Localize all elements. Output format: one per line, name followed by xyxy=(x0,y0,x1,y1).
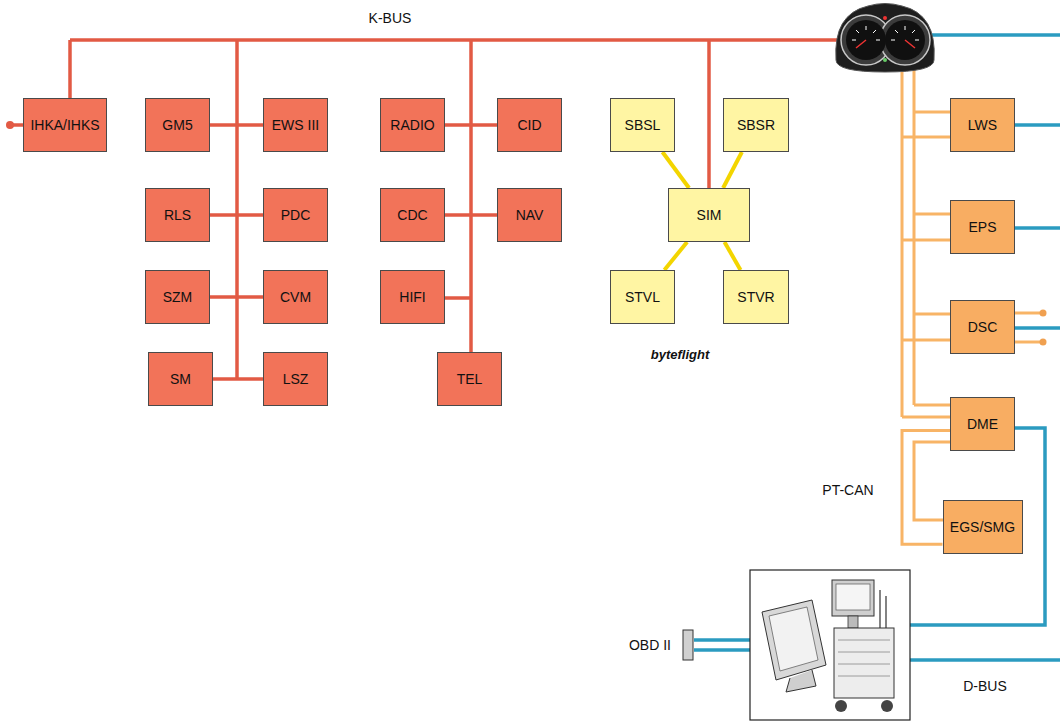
obd-wire xyxy=(694,648,750,652)
satellite-box: SBSL xyxy=(610,98,675,152)
module-name: SM xyxy=(170,371,191,387)
module-name: EPS xyxy=(968,219,996,235)
byteflight-link xyxy=(723,152,742,188)
satellite-box: STVR xyxy=(723,270,789,324)
module-name: IHKA/IHKS xyxy=(30,117,99,133)
module-name: NAV xyxy=(516,207,544,223)
control-unit-box: CID xyxy=(497,98,562,152)
powertrain-box: LWS xyxy=(950,98,1015,152)
diagnostic-tester xyxy=(750,570,910,720)
k-bus-drop xyxy=(68,40,72,98)
module-name: DME xyxy=(967,416,998,432)
control-unit-box: TEL xyxy=(437,352,502,406)
control-unit-box: EWS III xyxy=(263,98,328,152)
control-unit-box: CDC xyxy=(380,188,445,242)
obd-connector xyxy=(683,630,693,660)
d-bus-line xyxy=(930,33,1060,37)
powertrain-box: DME xyxy=(950,397,1015,451)
control-unit-box: SM xyxy=(148,352,213,406)
connector-dot xyxy=(1040,339,1047,346)
k-bus-trunk xyxy=(235,40,239,380)
pt-can-stub xyxy=(914,111,955,114)
k-bus-drop xyxy=(707,40,711,188)
k-bus-link xyxy=(445,213,497,217)
byteflight-link xyxy=(724,242,740,270)
d-bus-line xyxy=(1010,226,1060,230)
module-name: STVR xyxy=(737,289,774,305)
powertrain-box: EPS xyxy=(950,200,1015,254)
satellite-box: SBSR xyxy=(723,98,789,152)
module-name: SBSL xyxy=(625,117,661,133)
control-unit-box: GM5 xyxy=(145,98,210,152)
control-unit-box: SZM xyxy=(145,270,210,324)
d-bus-line xyxy=(1010,326,1060,330)
pt-can-line xyxy=(913,66,916,405)
module-name: SIM xyxy=(697,207,722,223)
module-name: RLS xyxy=(164,207,191,223)
module-name: SBSR xyxy=(737,117,775,133)
control-unit-box: PDC xyxy=(263,188,328,242)
k-bus-link xyxy=(210,213,263,217)
pt-can-stub xyxy=(914,404,955,407)
control-unit-box: HIFI xyxy=(380,270,445,324)
d-bus-wires xyxy=(694,35,1060,660)
satellite-box: STVL xyxy=(610,270,675,324)
k-bus-line xyxy=(70,38,842,42)
module-name: SZM xyxy=(163,289,193,305)
connector-dot xyxy=(6,121,14,129)
module-name: LWS xyxy=(968,117,997,133)
module-name: STVL xyxy=(625,289,660,305)
pt-can-stub xyxy=(902,239,955,242)
powertrain-box: DSC xyxy=(950,300,1015,354)
k-bus-link xyxy=(210,123,263,127)
control-unit-box: IHKA/IHKS xyxy=(23,98,107,152)
k-bus-link xyxy=(445,123,497,127)
control-unit-box: RADIO xyxy=(380,98,445,152)
module-name: GM5 xyxy=(162,117,192,133)
obd-wire xyxy=(694,638,750,642)
module-name: EWS III xyxy=(272,117,319,133)
module-name: CID xyxy=(517,117,541,133)
module-name: EGS/SMG xyxy=(950,519,1015,535)
d-bus-line xyxy=(910,658,1060,662)
bus-name: PT-CAN xyxy=(822,482,873,498)
byteflight-link xyxy=(664,242,687,270)
module-name: DSC xyxy=(968,319,998,335)
control-unit-box: NAV xyxy=(497,188,562,242)
connector-name: OBD II xyxy=(629,637,671,653)
pt-can-stub xyxy=(914,213,955,216)
bus-name: D-BUS xyxy=(963,678,1007,694)
instrument-cluster xyxy=(836,4,934,73)
d-bus-line xyxy=(910,428,1045,625)
bus-name: K-BUS xyxy=(369,10,412,26)
control-unit-box: LSZ xyxy=(263,352,328,406)
module-name: HIFI xyxy=(399,289,425,305)
byteflight-link xyxy=(662,152,689,188)
pt-can-stub xyxy=(902,136,955,139)
module-name: CDC xyxy=(397,207,427,223)
pt-can-stub xyxy=(902,339,955,342)
k-bus-link xyxy=(210,295,263,299)
control-unit-box: CVM xyxy=(263,270,328,324)
k-bus-link xyxy=(213,377,263,381)
module-name: PDC xyxy=(281,207,311,223)
module-name: LSZ xyxy=(283,371,309,387)
k-bus-stub xyxy=(445,296,471,300)
satellite-box: SIM xyxy=(668,188,750,242)
module-name: TEL xyxy=(457,371,483,387)
k-bus-wires xyxy=(12,40,842,380)
connector-dot xyxy=(1040,310,1047,317)
powertrain-box: EGS/SMG xyxy=(943,500,1023,554)
module-name: RADIO xyxy=(390,117,434,133)
control-unit-box: RLS xyxy=(145,188,210,242)
pt-can-stub xyxy=(914,313,955,316)
d-bus-line xyxy=(1010,123,1060,127)
pt-can-wires xyxy=(902,66,1040,520)
bus-name: byteflight xyxy=(651,348,710,363)
module-name: CVM xyxy=(280,289,311,305)
k-bus-trunk xyxy=(469,40,473,352)
pt-can-stub xyxy=(902,416,955,419)
